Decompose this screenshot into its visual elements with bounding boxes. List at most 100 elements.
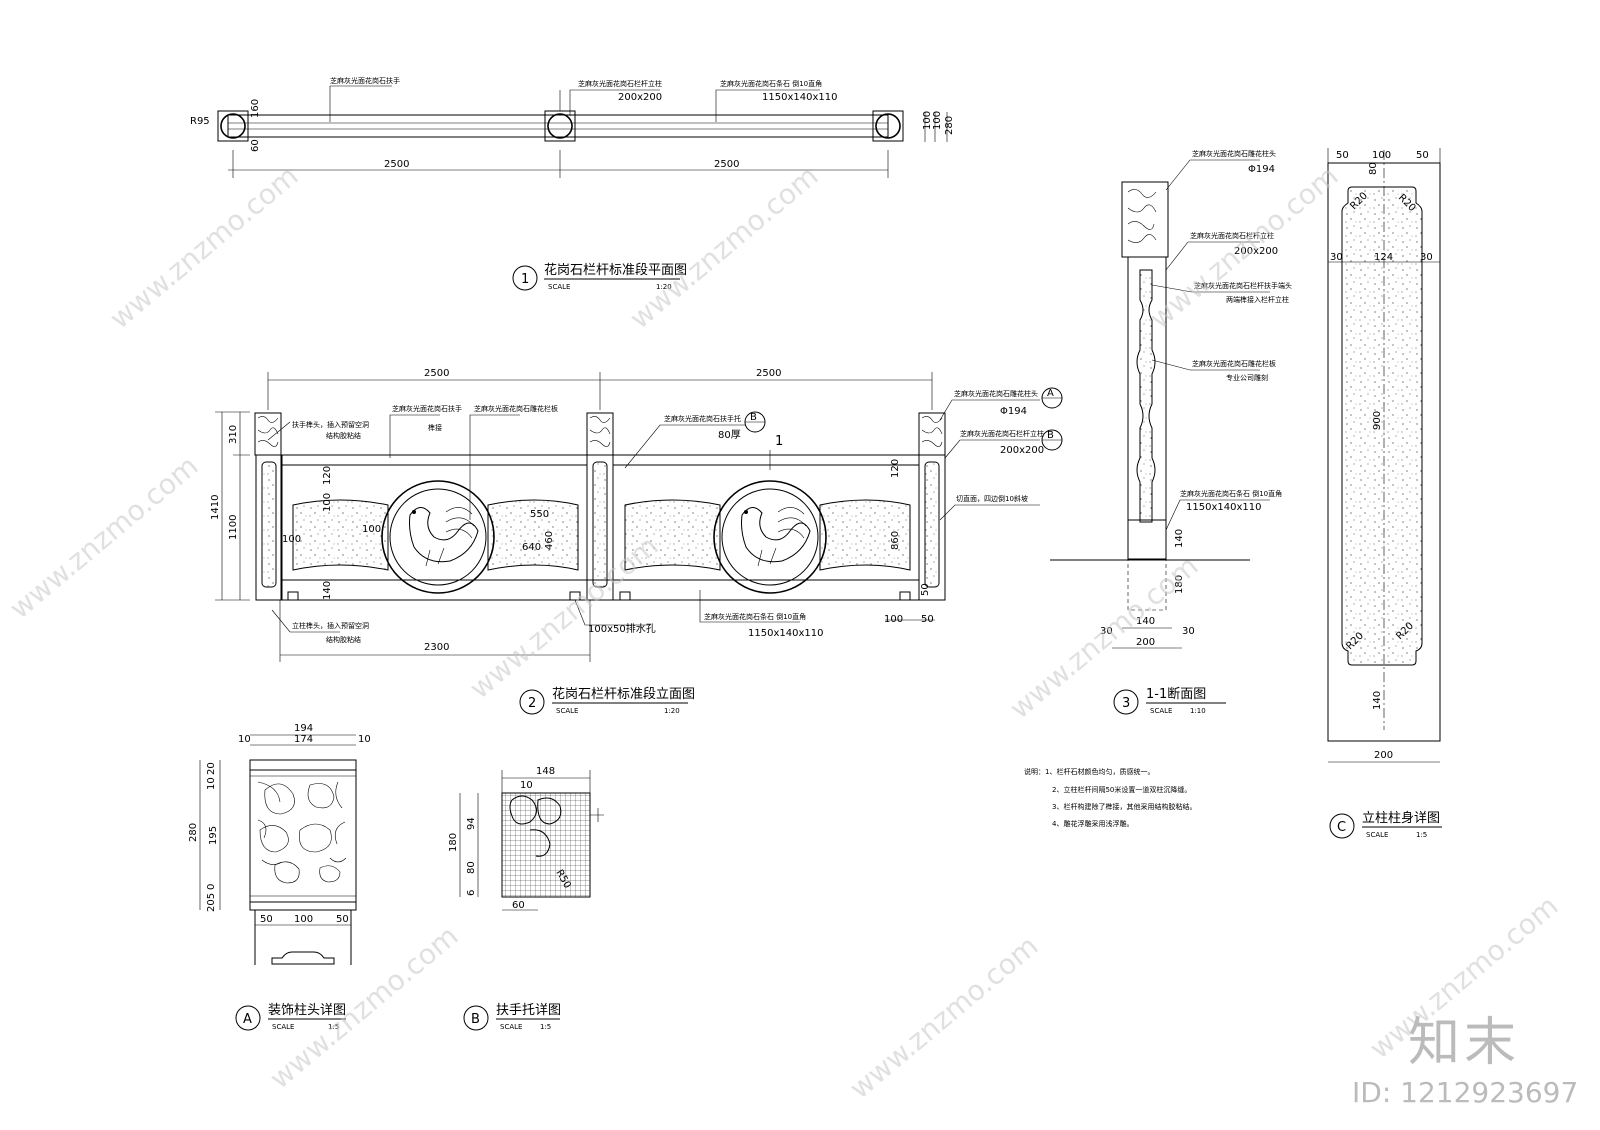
detail-b-view: 148 10 180 94 80 6 60 R50 B 扶手托详图 SCALE …	[448, 766, 604, 1031]
c-dim-80: 80	[1368, 162, 1379, 175]
c-title: 立柱柱身详图	[1362, 810, 1440, 826]
elev-note-base: 芝麻灰光面花岗石条石 倒10直角	[704, 612, 806, 621]
plan-scale: 1:20	[656, 283, 672, 291]
watermark-site: www.znzmo.com	[1143, 159, 1344, 335]
a-dim-10a: 10	[238, 734, 251, 745]
elev-dim-span1: 2500	[424, 368, 449, 379]
a-scale-label: SCALE	[272, 1023, 294, 1031]
elev-dim-50: 50	[921, 614, 934, 625]
elev-dim-100b: 100	[282, 534, 301, 545]
elev-note-post-size: 200x200	[1000, 445, 1044, 456]
plan-dim-100a: 100	[922, 111, 933, 130]
elev-note-post: 芝麻灰光面花岗石栏杆立柱	[960, 429, 1044, 438]
sec-note-panel2: 专业公司雕刻	[1226, 373, 1268, 382]
b-title-num: B	[471, 1012, 480, 1027]
b-scale: 1:5	[540, 1023, 551, 1031]
b-dim-60: 60	[512, 900, 525, 911]
c-dim-30b: 30	[1420, 252, 1433, 263]
note-1: 说明：1、栏杆石材颜色均匀，质感统一。	[1024, 767, 1154, 776]
elev-note-support-thk: 80厚	[718, 429, 741, 441]
c-dim-124: 124	[1374, 252, 1393, 263]
image-id: ID: 1212923697	[1352, 1076, 1579, 1109]
elev-dim-100d: 100	[884, 614, 903, 625]
section-view: 140 180 30 140 30 200 芝麻灰光面花岗石雕花柱头 Φ194 …	[1050, 149, 1292, 715]
plan-post-3	[872, 110, 904, 142]
b-dim-80: 80	[466, 861, 477, 874]
a-dim-205: 205	[206, 893, 217, 912]
watermark-site: www.znzmo.com	[623, 159, 824, 335]
sec-dim-140b: 140	[1136, 616, 1155, 627]
c-dim-100: 100	[1372, 150, 1391, 161]
elev-title: 花岗石栏杆标准段立面图	[552, 686, 695, 702]
plan-post-1	[217, 110, 249, 142]
elev-note-tenon: 榫接	[428, 423, 442, 432]
a-dim-b50b: 50	[336, 914, 349, 925]
b-scale-label: SCALE	[500, 1023, 522, 1031]
sec-scale: 1:10	[1190, 707, 1206, 715]
elev-scale: 1:20	[664, 707, 680, 715]
detail-a-view: 194 174 10 10 280 20 10 195 0 205 50 100…	[188, 723, 371, 1031]
plan-dim-r95: R95	[190, 116, 210, 127]
sec-note-panel: 芝麻灰光面花岗石雕花栏板	[1192, 359, 1276, 368]
b-dim-148: 148	[536, 766, 555, 777]
sec-dim-180: 180	[1174, 575, 1185, 594]
a-dim-174: 174	[294, 734, 313, 745]
a-dim-20: 20	[206, 762, 217, 775]
elev-note-drain: 100x50排水孔	[588, 622, 656, 635]
note-4: 4、雕花浮雕采用浅浮雕。	[1052, 819, 1133, 828]
b-title: 扶手托详图	[496, 1003, 561, 1018]
elev-title-num: 2	[528, 696, 536, 711]
watermark-site: www.znzmo.com	[103, 159, 304, 335]
sec-note-phi: Φ194	[1248, 164, 1275, 175]
a-dim-b100: 100	[294, 914, 313, 925]
plan-title-num: 1	[521, 272, 529, 287]
c-dim-200: 200	[1374, 750, 1393, 761]
a-dim-0: 0	[206, 884, 217, 890]
note-2: 2、立柱栏杆间隔50米设置一道双柱沉降缝。	[1052, 785, 1191, 794]
sec-note-base-size: 1150x140x110	[1186, 502, 1261, 513]
elev-dim-120: 120	[322, 466, 333, 485]
elev-note-panel: 芝麻灰光面花岗石雕花栏板	[474, 404, 558, 413]
c-scale-label: SCALE	[1366, 831, 1388, 839]
c-dim-140: 140	[1372, 691, 1383, 710]
a-title-num: A	[243, 1012, 252, 1027]
elev-note-chamfer: 切直面，四边倒10斜坡	[956, 494, 1028, 503]
b-dim-180: 180	[448, 833, 459, 852]
plan-dim-160: 160	[250, 99, 261, 118]
a-title: 装饰柱头详图	[268, 1003, 346, 1018]
a-dim-194: 194	[294, 723, 313, 734]
elev-note-handrail: 芝麻灰光面花岗石扶手	[392, 404, 462, 413]
plan-dim-60: 60	[250, 139, 261, 152]
sec-note-handrail-end2: 两端榫接入栏杆立柱	[1226, 295, 1289, 304]
a-scale: 1:5	[328, 1023, 339, 1031]
watermark-site: www.znzmo.com	[3, 449, 204, 625]
sec-note-post-size: 200x200	[1234, 246, 1278, 257]
c-dim-50b: 50	[1416, 150, 1429, 161]
elev-dim-640: 640	[522, 542, 541, 553]
elev-dim-310: 310	[228, 425, 239, 444]
elev-dim-120b: 120	[890, 459, 901, 478]
c-title-num: C	[1337, 820, 1346, 835]
elev-dim-1100: 1100	[228, 515, 239, 540]
sec-dim-30a: 30	[1100, 626, 1113, 637]
sec-note-capital: 芝麻灰光面花岗石雕花柱头	[1192, 149, 1276, 158]
plan-dim-span2: 2500	[714, 159, 739, 170]
elev-post-3	[918, 412, 946, 601]
b-dim-94: 94	[466, 817, 477, 830]
elev-note-glue2: 结构胶粘结	[326, 635, 361, 644]
sec-note-base: 芝麻灰光面花岗石条石 倒10直角	[1180, 489, 1282, 498]
b-dim-10: 10	[520, 780, 533, 791]
note-3: 3、栏杆构建除了榫接，其他采用结构胶粘结。	[1052, 802, 1196, 811]
elev-note-base-size: 1150x140x110	[748, 628, 823, 639]
c-scale: 1:5	[1416, 831, 1427, 839]
sec-dim-140: 140	[1174, 529, 1185, 548]
plan-note-handrail: 芝麻灰光面花岗石扶手	[330, 76, 400, 85]
elev-post-1	[254, 412, 283, 601]
c-dim-30a: 30	[1330, 252, 1343, 263]
plan-dim-280: 280	[944, 116, 955, 135]
elev-callout-a: A	[1047, 388, 1054, 399]
elev-note-post-tenon: 立柱榫头，插入预留空洞	[292, 621, 369, 630]
elev-panel-left	[280, 464, 588, 594]
sec-note-post: 芝麻灰光面花岗石栏杆立柱	[1190, 231, 1274, 240]
brand-logo: 知末	[1408, 1013, 1521, 1073]
